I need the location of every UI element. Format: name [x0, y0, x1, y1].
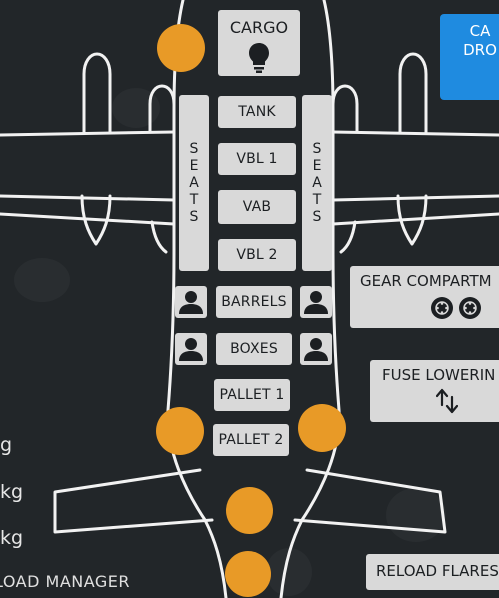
cargo-drop-label: CA DRO — [463, 22, 497, 59]
passenger-left-2-button[interactable] — [175, 333, 207, 365]
passenger-right-1-button[interactable] — [300, 286, 332, 318]
person-icon — [304, 338, 328, 361]
marker-ramp[interactable] — [225, 551, 271, 597]
cargo-label: CARGO — [229, 18, 289, 37]
vab-button[interactable]: VAB — [218, 190, 296, 224]
fuse-lowering-label: FUSE LOWERIN — [382, 366, 496, 384]
vbl1-button[interactable]: VBL 1 — [218, 143, 296, 175]
tire-icon — [459, 297, 481, 319]
gear-compartment-button[interactable]: GEAR COMPARTM — [350, 266, 499, 328]
cargo-button[interactable]: CARGO — [218, 10, 300, 76]
marker-tail[interactable] — [226, 487, 273, 534]
seats-right-label: S E A T S — [312, 140, 322, 225]
reload-flares-button[interactable]: RELOAD FLARES — [366, 554, 499, 590]
passenger-right-2-button[interactable] — [300, 333, 332, 365]
passenger-left-1-button[interactable] — [175, 286, 207, 318]
person-icon — [179, 338, 203, 361]
marker-nose[interactable] — [157, 24, 205, 72]
weight-unit-1: g — [0, 434, 13, 456]
seats-right-button[interactable]: S E A T S — [302, 95, 332, 271]
seats-left-button[interactable]: S E A T S — [179, 95, 209, 271]
pallet1-button[interactable]: PALLET 1 — [214, 379, 290, 411]
vbl2-button[interactable]: VBL 2 — [218, 239, 296, 271]
fuse-lowering-button[interactable]: FUSE LOWERIN — [370, 360, 499, 422]
reload-flares-label: RELOAD FLARES — [376, 562, 499, 580]
weight-unit-3: kg — [0, 527, 24, 549]
load-manager-title: LOAD MANAGER — [0, 572, 131, 591]
boxes-button[interactable]: BOXES — [216, 333, 292, 365]
pallet2-button[interactable]: PALLET 2 — [213, 424, 289, 456]
tire-icon — [431, 297, 453, 319]
gear-compartment-label: GEAR COMPARTM — [360, 272, 492, 290]
person-icon — [304, 291, 328, 314]
tank-button[interactable]: TANK — [218, 96, 296, 128]
cargo-drop-button[interactable]: CA DRO — [440, 14, 499, 100]
seats-left-label: S E A T S — [189, 140, 199, 225]
marker-left-aft[interactable] — [156, 407, 204, 455]
weight-unit-2: kg — [0, 481, 24, 503]
lightbulb-icon — [249, 43, 269, 73]
person-icon — [179, 291, 203, 314]
marker-right-aft[interactable] — [298, 404, 346, 452]
barrels-button[interactable]: BARRELS — [216, 286, 292, 318]
up-down-arrows-icon — [436, 388, 458, 414]
